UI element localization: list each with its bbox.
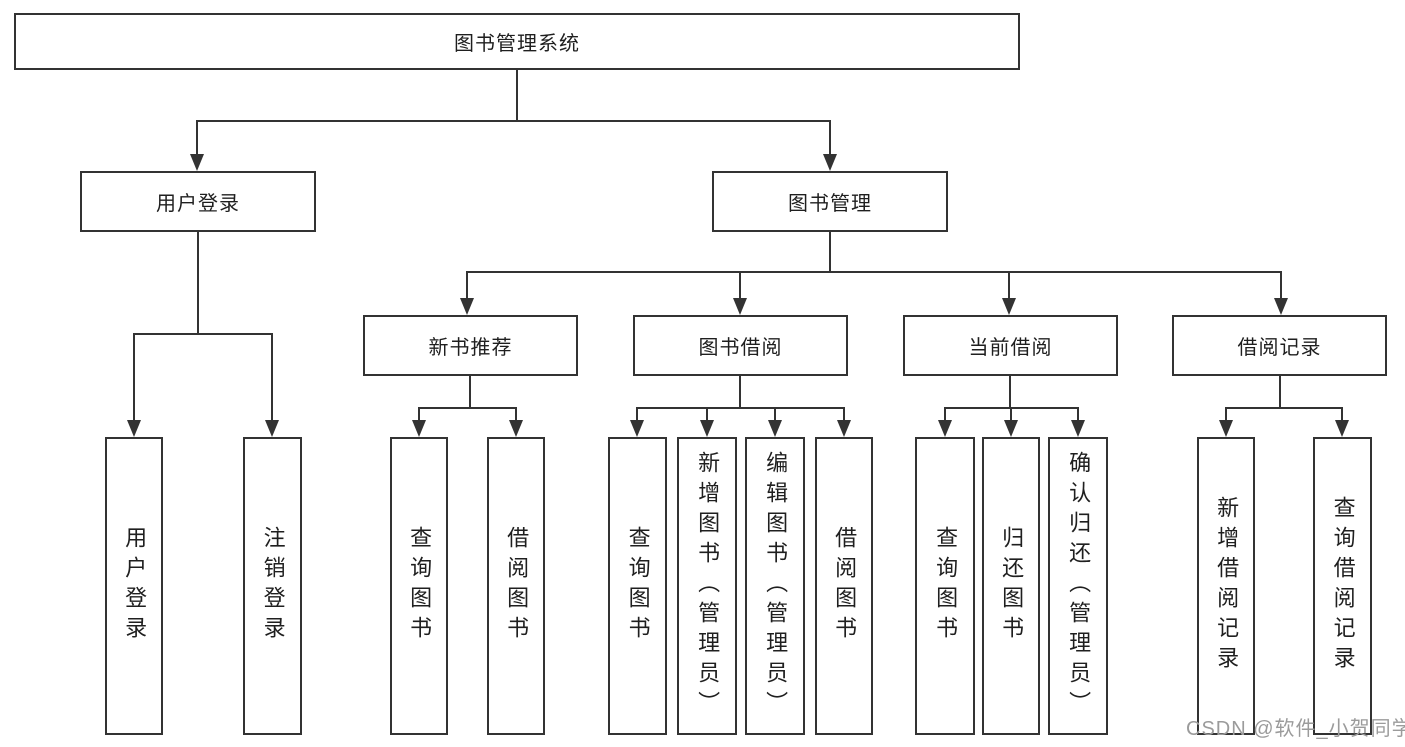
connector-line <box>466 271 468 299</box>
leaf-return-books: 归还图书 <box>982 437 1040 735</box>
leaf-user-login: 用户登录 <box>105 437 163 735</box>
connector-line <box>516 70 518 122</box>
connector-line <box>418 407 420 421</box>
node-label: 新增图书（管理员） <box>695 451 721 721</box>
connector-line <box>1225 407 1343 409</box>
csdn-watermark: CSDN @软件_小贺同学 <box>1186 718 1405 740</box>
leaf-confirm-return-admin: 确认归还（管理员） <box>1048 437 1108 735</box>
connector-line <box>271 333 273 421</box>
connector-line <box>1225 407 1227 421</box>
arrow-down-icon <box>733 298 747 315</box>
connector-line <box>197 120 831 122</box>
connector-line <box>196 120 198 156</box>
arrow-down-icon <box>630 420 644 437</box>
node-label: 图书管理 <box>788 193 872 215</box>
connector-line <box>466 271 1282 273</box>
arrow-down-icon <box>1004 420 1018 437</box>
node-user-login: 用户登录 <box>80 171 316 232</box>
connector-line <box>197 232 199 335</box>
connector-line <box>1010 407 1012 421</box>
node-label: 新增借阅记录 <box>1214 496 1240 676</box>
connector-line <box>1279 376 1281 409</box>
arrow-down-icon <box>265 420 279 437</box>
connector-line <box>636 407 845 409</box>
arrow-down-icon <box>1219 420 1233 437</box>
arrow-down-icon <box>412 420 426 437</box>
leaf-query-borrow-record: 查询借阅记录 <box>1313 437 1372 735</box>
leaf-add-borrow-record: 新增借阅记录 <box>1197 437 1255 735</box>
arrow-down-icon <box>768 420 782 437</box>
connector-line <box>418 407 517 409</box>
connector-line <box>636 407 638 421</box>
node-label: 查询图书 <box>933 526 959 646</box>
arrow-down-icon <box>823 154 837 171</box>
leaf-query-books: 查询图书 <box>608 437 667 735</box>
arrow-down-icon <box>1071 420 1085 437</box>
connector-line <box>133 333 273 335</box>
connector-line <box>1009 376 1011 409</box>
arrow-down-icon <box>190 154 204 171</box>
connector-line <box>829 120 831 156</box>
node-book-management: 图书管理 <box>712 171 948 232</box>
node-label: 新书推荐 <box>428 337 513 359</box>
leaf-logout: 注销登录 <box>243 437 302 735</box>
connector-line <box>739 376 741 409</box>
node-label: 当前借阅 <box>968 337 1053 359</box>
node-label: 图书借阅 <box>698 337 783 359</box>
connector-line <box>706 407 708 421</box>
connector-line <box>515 407 517 421</box>
arrow-down-icon <box>460 298 474 315</box>
arrow-down-icon <box>1335 420 1349 437</box>
arrow-down-icon <box>938 420 952 437</box>
leaf-borrow-books: 借阅图书 <box>487 437 545 735</box>
connector-line <box>739 271 741 299</box>
node-label: 借阅图书 <box>504 526 530 646</box>
node-current-borrowing: 当前借阅 <box>903 315 1118 376</box>
leaf-edit-book-admin: 编辑图书（管理员） <box>745 437 805 735</box>
arrow-down-icon <box>1002 298 1016 315</box>
connector-line <box>1341 407 1343 421</box>
connector-line <box>469 376 471 409</box>
connector-line <box>1008 271 1010 299</box>
arrow-down-icon <box>1274 298 1288 315</box>
node-label: 编辑图书（管理员） <box>763 451 789 721</box>
node-label: 图书管理系统 <box>454 33 580 55</box>
node-label: 归还图书 <box>999 526 1025 646</box>
node-label: 查询图书 <box>407 526 433 646</box>
arrow-down-icon <box>509 420 523 437</box>
node-label: 用户登录 <box>156 193 240 215</box>
connector-line <box>133 333 135 421</box>
connector-line <box>774 407 776 421</box>
node-label: 借阅图书 <box>832 526 858 646</box>
leaf-query-books: 查询图书 <box>390 437 448 735</box>
arrow-down-icon <box>837 420 851 437</box>
node-library-management-system: 图书管理系统 <box>14 13 1020 70</box>
node-label: 查询图书 <box>625 526 651 646</box>
node-label: 查询借阅记录 <box>1330 496 1356 676</box>
connector-line <box>944 407 946 421</box>
node-borrowing-records: 借阅记录 <box>1172 315 1387 376</box>
connector-line <box>829 232 831 273</box>
connector-line <box>1280 271 1282 299</box>
leaf-borrow-books: 借阅图书 <box>815 437 873 735</box>
node-label: 借阅记录 <box>1237 337 1322 359</box>
node-new-book-recommendation: 新书推荐 <box>363 315 578 376</box>
connector-line <box>843 407 845 421</box>
connector-line <box>1077 407 1079 421</box>
leaf-add-book-admin: 新增图书（管理员） <box>677 437 737 735</box>
node-label: 确认归还（管理员） <box>1066 451 1092 721</box>
leaf-query-books: 查询图书 <box>915 437 975 735</box>
node-book-borrowing: 图书借阅 <box>633 315 848 376</box>
arrow-down-icon <box>127 420 141 437</box>
arrow-down-icon <box>700 420 714 437</box>
node-label: 注销登录 <box>260 526 286 646</box>
node-label: 用户登录 <box>122 526 148 646</box>
